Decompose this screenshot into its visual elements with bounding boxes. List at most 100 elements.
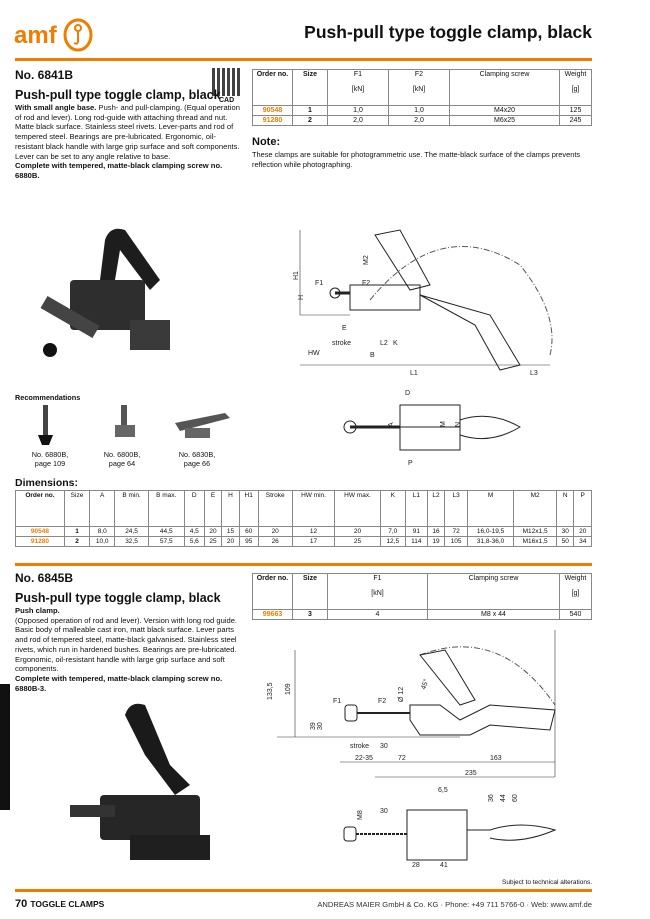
- section-name: TOGGLE CLAMPS: [30, 899, 105, 909]
- dim-label: F2: [378, 698, 386, 705]
- header-cell: F2[kN]: [388, 69, 450, 106]
- order-number[interactable]: 91280: [15, 536, 65, 547]
- dim-label: F2: [362, 280, 370, 287]
- dim-label: 39: [310, 722, 317, 730]
- product2-photo: [70, 703, 210, 860]
- header-cell: L1: [404, 490, 428, 527]
- header-cell: Size: [292, 573, 328, 610]
- cad-label[interactable]: CAD: [219, 97, 235, 104]
- page-number: 70: [15, 898, 28, 910]
- recommendation-item[interactable]: No. 6880B,page 109: [31, 450, 69, 468]
- dim-label: H: [298, 295, 305, 300]
- dim-label: 72: [398, 755, 406, 762]
- disclaimer: Subject to technical alterations.: [502, 879, 592, 886]
- table-cell: 2: [292, 115, 328, 126]
- dim-label: L2: [380, 340, 388, 347]
- dim-label: M2: [363, 255, 370, 265]
- table-cell: 24,5: [114, 526, 149, 537]
- header-cell: B min.: [114, 490, 149, 527]
- table-cell: 20: [334, 526, 381, 537]
- table-cell: 57,5: [147, 536, 185, 547]
- table-cell: 32,5: [114, 536, 149, 547]
- section-tab: [0, 684, 10, 810]
- table-cell: 2: [63, 536, 91, 547]
- dim-label: F1: [315, 280, 323, 287]
- dim-label: HW: [308, 350, 320, 357]
- footer-rule: [15, 889, 592, 892]
- header-cell: M: [466, 490, 515, 527]
- desc-lead: With small angle base.: [15, 103, 97, 112]
- table-cell: 19: [426, 536, 446, 547]
- table-cell: 4: [327, 609, 428, 620]
- amf-logo: amf: [14, 18, 93, 52]
- product1-table: Order no. Size F1[kN] F2[kN] Clamping sc…: [252, 69, 592, 126]
- desc-tail: Complete with tempered, matte-black clam…: [15, 161, 223, 180]
- table-cell: 2,0: [388, 115, 450, 126]
- order-number[interactable]: 90548: [15, 526, 65, 537]
- header-cell: F1[kN]: [327, 69, 389, 106]
- recommendation-item[interactable]: No. 6830B,page 66: [178, 450, 216, 468]
- table-cell: 5,6: [183, 536, 205, 547]
- table-cell: 105: [444, 536, 468, 547]
- dim-label: K: [393, 340, 398, 347]
- order-number[interactable]: 90548: [252, 105, 293, 116]
- recommendation-item[interactable]: No. 6800B,page 64: [103, 450, 141, 468]
- svg-text:amf: amf: [14, 22, 58, 49]
- header-cell: Order no.: [15, 490, 65, 527]
- table-cell: 1: [63, 526, 91, 537]
- order-number[interactable]: 91280: [252, 115, 293, 126]
- dim-label: L3: [530, 370, 538, 377]
- header-cell: F1[kN]: [327, 573, 428, 610]
- table-cell: 60: [238, 526, 259, 537]
- table-cell: 10,0: [89, 536, 116, 547]
- dim-label: Ø 12: [398, 687, 405, 702]
- table-cell: 50: [555, 536, 575, 547]
- dim-label: A: [388, 422, 395, 427]
- header-cell: M2: [513, 490, 557, 527]
- desc-tail: Complete with tempered, matte-black clam…: [15, 673, 223, 693]
- table-cell: 20: [221, 536, 240, 547]
- dim-label: 60: [512, 794, 519, 802]
- table-cell: M4x20: [449, 105, 560, 116]
- table-cell: 17: [291, 536, 336, 547]
- table-cell: 2,0: [327, 115, 389, 126]
- header-cell: Weight[g]: [559, 573, 592, 610]
- dimensions-heading: Dimensions:: [15, 477, 79, 489]
- header-cell: H1: [238, 490, 259, 527]
- table-cell: 12,5: [379, 536, 406, 547]
- table-cell: 540: [559, 609, 592, 620]
- product-name: Push-pull type toggle clamp, black: [15, 88, 221, 102]
- header-cell: N: [555, 490, 575, 527]
- dim-label: H1: [293, 271, 300, 280]
- product1-photo: [40, 228, 170, 357]
- dim-label: 30: [380, 808, 388, 815]
- table-cell: M16x1,5: [513, 536, 557, 547]
- dim-label: N: [455, 422, 462, 427]
- dim-label: 41: [440, 862, 448, 869]
- note-heading: Note:: [252, 136, 281, 148]
- dim-label: P: [408, 460, 413, 467]
- qr-code[interactable]: [212, 68, 240, 96]
- dim-label: stroke: [332, 340, 351, 347]
- dim-label: M8: [357, 810, 364, 820]
- product-number: No. 6841B: [15, 68, 74, 82]
- product-number: No. 6845B: [15, 571, 74, 585]
- dim-label: B: [370, 352, 375, 359]
- table-cell: M6x25: [449, 115, 560, 126]
- table-cell: 16: [426, 526, 446, 537]
- table-cell: 245: [559, 115, 592, 126]
- dim-label: 235: [465, 770, 477, 777]
- table-cell: 3: [292, 609, 328, 620]
- table-cell: 26: [257, 536, 293, 547]
- header-cell: A: [89, 490, 116, 527]
- table-cell: 72: [444, 526, 468, 537]
- table-cell: 30: [555, 526, 575, 537]
- note-text: These clamps are suitable for photogramm…: [252, 150, 581, 169]
- recommendations-heading: Recommendations: [15, 393, 81, 402]
- order-number[interactable]: 99663: [252, 609, 293, 620]
- table-cell: 7,0: [379, 526, 406, 537]
